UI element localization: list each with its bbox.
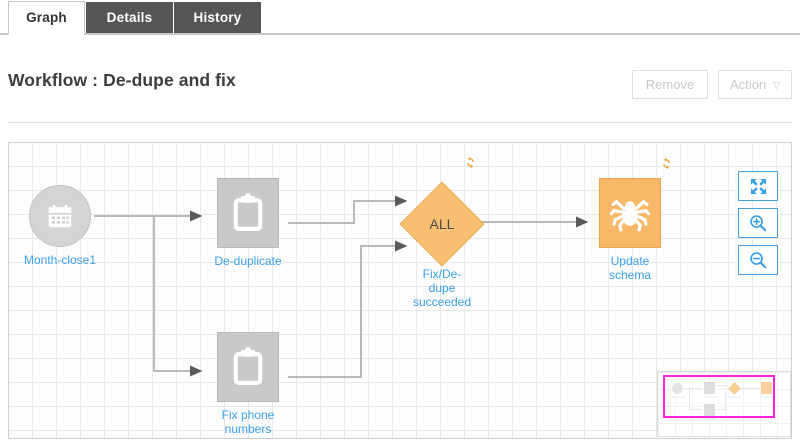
magnifier-plus-icon: [750, 215, 767, 232]
node-update-schema[interactable]: Update schema: [599, 157, 670, 282]
node-month-close1[interactable]: Month-close1: [24, 185, 96, 267]
minimap-edge: [716, 385, 728, 386]
recycle-icon: [463, 155, 478, 170]
edge-monthclose-fixphone: [153, 216, 203, 377]
node-shape-diamond[interactable]: [399, 181, 485, 267]
action-button[interactable]: Action ▽: [718, 70, 792, 99]
tab-graph[interactable]: Graph: [8, 1, 85, 35]
minimap-viewport[interactable]: [663, 375, 775, 418]
clipboard-icon: [233, 193, 263, 231]
node-shape-diamond-wrap[interactable]: ALL: [399, 181, 485, 267]
minimap-node-month-close1: [672, 383, 683, 394]
tab-bar-underline: [0, 33, 800, 35]
workflow-canvas[interactable]: Month-close1 De-duplicate Fix phone numb…: [8, 142, 792, 439]
node-shape-square[interactable]: [217, 332, 279, 402]
calendar-icon: [48, 204, 72, 228]
chevron-down-icon: ▽: [773, 80, 781, 90]
tab-history[interactable]: History: [174, 2, 261, 33]
edge-layer: [94, 195, 589, 378]
zoom-in-button[interactable]: [738, 208, 778, 238]
node-label-text: Fix/De-dupe succeeded: [412, 267, 472, 309]
edge-fixphone-diamond: [288, 240, 408, 378]
tab-bar: Graph Details History: [0, 0, 800, 37]
node-label-fix-dedupe-succeeded[interactable]: Fix/De-dupe succeeded: [413, 267, 471, 309]
minimap-node-label: [759, 396, 773, 398]
node-fix-dedupe-succeeded[interactable]: ALL Fix/De-dupe succeeded: [399, 156, 485, 309]
node-fix-phone-numbers[interactable]: Fix phone numbers: [217, 332, 279, 436]
node-shape-square[interactable]: [217, 178, 279, 248]
tab-details[interactable]: Details: [86, 2, 173, 33]
clipboard-icon: [233, 347, 263, 385]
node-shape-circle[interactable]: [29, 185, 91, 247]
fit-to-screen-button[interactable]: [738, 171, 778, 201]
minimap-node-de-duplicate: [704, 382, 715, 394]
minimap-node-label: [703, 396, 716, 398]
action-button-label: Action: [729, 77, 767, 92]
node-label-de-duplicate[interactable]: De-duplicate: [214, 254, 282, 268]
minimap-node-fix-phone: [704, 404, 715, 416]
minimap[interactable]: [657, 371, 791, 437]
minimap-node-label: [703, 418, 716, 420]
node-label-fix-phone-numbers[interactable]: Fix phone numbers: [221, 408, 275, 436]
minimap-edge: [689, 409, 702, 410]
minimap-edge: [689, 388, 690, 410]
recycle-icon: [659, 156, 674, 171]
minimap-edge: [716, 409, 726, 410]
page-title: Workflow : De-dupe and fix: [8, 70, 236, 90]
node-label-month-close1[interactable]: Month-close1: [23, 253, 97, 267]
spider-icon: [609, 199, 651, 232]
node-label-update-schema[interactable]: Update schema: [608, 254, 652, 282]
magnifier-minus-icon: [750, 252, 767, 269]
node-shape-square[interactable]: [599, 178, 661, 248]
edge-dedupe-diamond: [288, 195, 408, 224]
remove-button[interactable]: Remove: [632, 70, 708, 99]
minimap-edge: [684, 388, 702, 389]
minimap-node-label: [728, 396, 741, 398]
minimap-edge: [725, 391, 726, 410]
expand-arrows-icon: [750, 178, 766, 194]
minimap-node-update-schema: [761, 382, 772, 394]
zoom-out-button[interactable]: [738, 245, 778, 275]
node-de-duplicate[interactable]: De-duplicate: [214, 178, 282, 268]
title-divider: [8, 122, 792, 123]
minimap-edge: [741, 388, 760, 389]
minimap-node-label: [670, 396, 685, 398]
